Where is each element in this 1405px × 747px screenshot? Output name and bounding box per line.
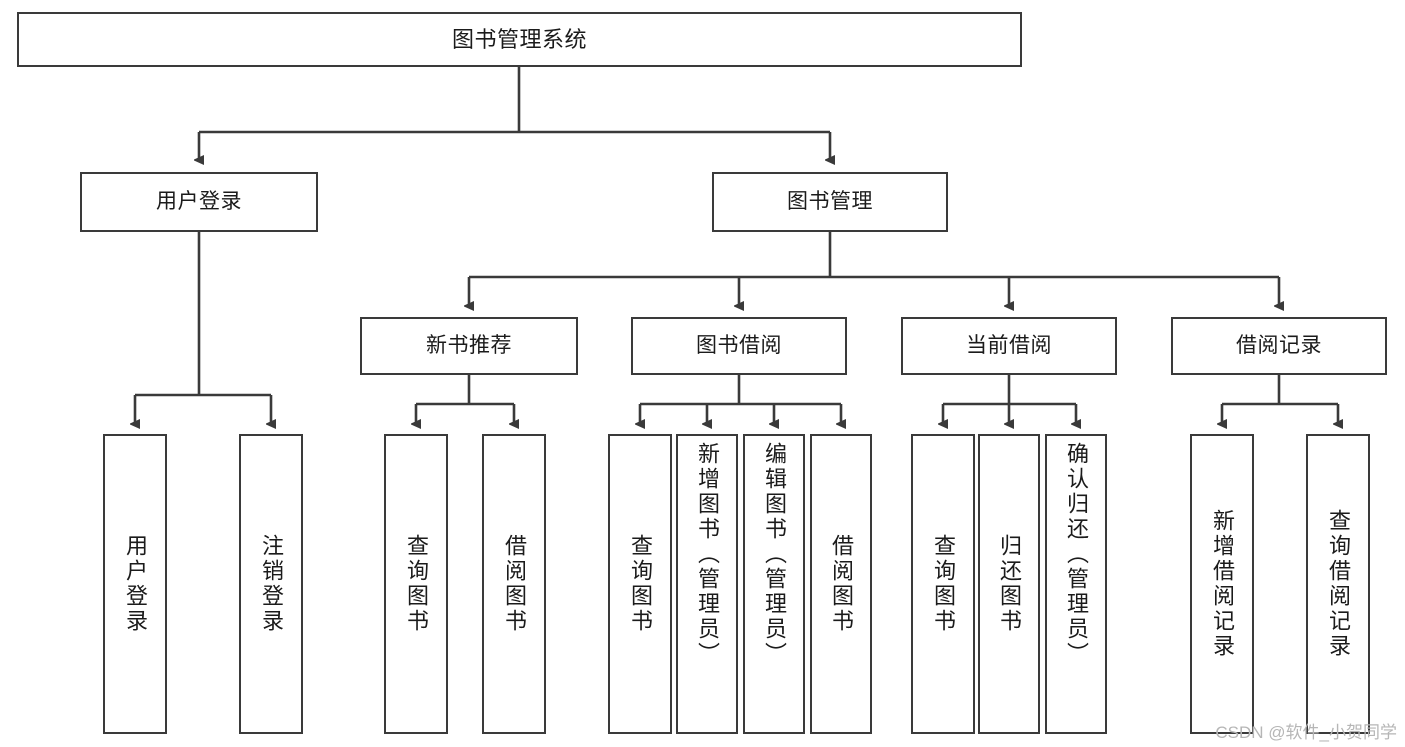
leaf-edit-book-admin[interactable]: 编辑图书（管理员） xyxy=(743,434,805,734)
node-current-borrow[interactable]: 当前借阅 xyxy=(901,317,1117,375)
node-label: 借阅记录 xyxy=(1236,333,1322,357)
node-new-book-recommend[interactable]: 新书推荐 xyxy=(360,317,578,375)
leaf-return-book[interactable]: 归还图书 xyxy=(978,434,1040,734)
leaf-query-book-new[interactable]: 查询图书 xyxy=(384,434,448,734)
watermark: CSDN @软件_小贺同学 xyxy=(1215,723,1397,742)
node-label: 查询图书 xyxy=(931,534,956,634)
node-label: 查询图书 xyxy=(404,534,429,634)
leaf-add-borrow-record[interactable]: 新增借阅记录 xyxy=(1190,434,1254,734)
node-label: 新增图书（管理员） xyxy=(695,442,720,667)
node-label: 注销登录 xyxy=(259,534,284,634)
leaf-query-book-borrow[interactable]: 查询图书 xyxy=(608,434,672,734)
node-label: 查询图书 xyxy=(628,534,653,634)
node-label: 编辑图书（管理员） xyxy=(762,442,787,667)
leaf-query-book-current[interactable]: 查询图书 xyxy=(911,434,975,734)
leaf-user-login[interactable]: 用户登录 xyxy=(103,434,167,734)
node-label: 当前借阅 xyxy=(966,333,1052,357)
leaf-query-borrow-record[interactable]: 查询借阅记录 xyxy=(1306,434,1370,734)
node-label: 图书管理系统 xyxy=(451,26,587,52)
node-label: 新增借阅记录 xyxy=(1210,509,1235,659)
node-label: 新书推荐 xyxy=(426,333,512,357)
leaf-confirm-return-admin[interactable]: 确认归还（管理员） xyxy=(1045,434,1107,734)
node-book-management[interactable]: 图书管理 xyxy=(712,172,948,232)
node-label: 确认归还（管理员） xyxy=(1064,442,1089,667)
node-label: 归还图书 xyxy=(997,534,1022,634)
node-user-login[interactable]: 用户登录 xyxy=(80,172,318,232)
leaf-borrow-book[interactable]: 借阅图书 xyxy=(810,434,872,734)
node-borrow-record[interactable]: 借阅记录 xyxy=(1171,317,1387,375)
node-label: 借阅图书 xyxy=(829,534,854,634)
leaf-borrow-book-new[interactable]: 借阅图书 xyxy=(482,434,546,734)
node-label: 图书借阅 xyxy=(696,333,782,357)
node-label: 用户登录 xyxy=(123,534,148,634)
node-label: 借阅图书 xyxy=(502,534,527,634)
node-label: 图书管理 xyxy=(787,189,873,213)
node-root-system[interactable]: 图书管理系统 xyxy=(17,12,1022,67)
leaf-user-logout[interactable]: 注销登录 xyxy=(239,434,303,734)
node-label: 查询借阅记录 xyxy=(1326,509,1351,659)
node-label: 用户登录 xyxy=(156,189,242,213)
leaf-add-book-admin[interactable]: 新增图书（管理员） xyxy=(676,434,738,734)
node-book-borrow[interactable]: 图书借阅 xyxy=(631,317,847,375)
